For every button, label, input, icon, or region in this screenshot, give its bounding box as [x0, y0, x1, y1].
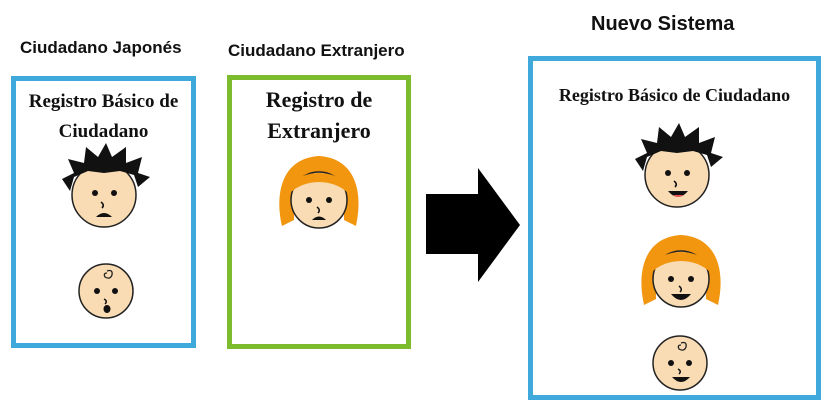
japanese-citizen-heading: Ciudadano Japonés	[20, 38, 182, 57]
japanese-register-title: Registro Básico de Ciudadano	[28, 91, 179, 142]
woman-face-icon	[641, 235, 721, 308]
baby-face-icon	[78, 263, 134, 319]
new-system-panel: Registro Básico de Ciudadano	[528, 56, 821, 400]
foreign-register-title: Registro de Extranjero	[265, 87, 373, 143]
right-arrow-icon	[426, 168, 520, 282]
baby-face-icon	[652, 335, 708, 391]
new-register-title: Registro Básico de Ciudadano	[558, 85, 791, 105]
man-face-icon	[62, 143, 150, 228]
man-face-icon	[635, 123, 723, 208]
woman-face-icon	[279, 156, 359, 229]
foreign-citizen-heading: Ciudadano Extranjero	[228, 41, 405, 60]
japanese-register-panel: Registro Básico de Ciudadano	[11, 76, 196, 348]
new-system-heading: Nuevo Sistema	[591, 13, 735, 35]
foreign-register-panel: Registro de Extranjero	[227, 75, 411, 349]
